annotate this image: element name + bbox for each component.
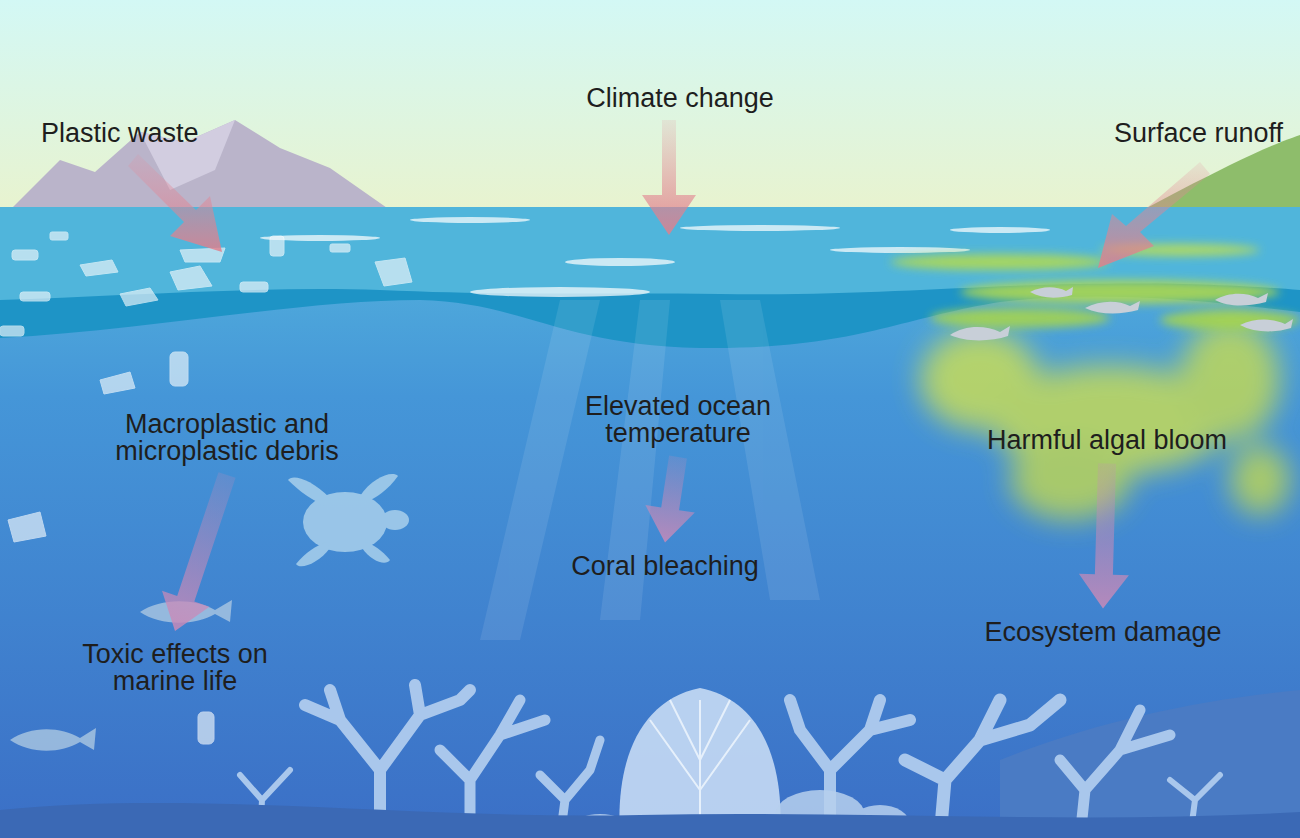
plastic-piece: [120, 288, 158, 306]
plastic-piece: [20, 292, 50, 301]
dolphin: [1030, 287, 1073, 298]
wave: [950, 227, 1050, 233]
turtle-flipper: [360, 474, 398, 502]
plastic-bottle: [198, 712, 214, 744]
cause-arrows: [128, 120, 1210, 268]
plastic-piece: [80, 260, 118, 276]
wave: [680, 225, 840, 231]
climate-arrow: [642, 120, 696, 235]
turtle-flipper: [288, 477, 330, 506]
effect-label: Macroplastic and microplastic debris: [82, 409, 372, 467]
turtle-flipper: [362, 542, 390, 563]
ocean: [0, 207, 1300, 838]
plastic-piece: [170, 266, 212, 290]
dolphin: [1215, 293, 1268, 306]
label-text: Surface runoff: [1114, 120, 1283, 147]
turtle: [288, 474, 409, 566]
dolphin: [1085, 301, 1140, 314]
plastic-piece: [270, 236, 284, 256]
label-text: Ecosystem damage: [984, 619, 1221, 646]
dolphin: [950, 326, 1010, 340]
sky: [0, 0, 1300, 210]
flow-arrow: [645, 456, 694, 543]
impact-label: Coral bleaching: [567, 551, 763, 582]
dolphin: [1240, 319, 1293, 331]
wave: [470, 287, 650, 297]
label-text: Plastic waste: [41, 120, 199, 147]
plastic-debris: [0, 232, 412, 744]
label-text: Toxic effects on marine life: [62, 641, 289, 695]
plastic-piece: [375, 258, 412, 286]
bloom-glow: [1230, 445, 1290, 515]
impact-label: Toxic effects on marine life: [58, 639, 293, 697]
plastic-piece: [330, 244, 350, 252]
cause-label: Surface runoff: [1110, 118, 1287, 149]
runoff-arrow: [1098, 162, 1210, 268]
turtle-flipper: [296, 542, 330, 566]
seabed: [0, 803, 1300, 838]
plastic-arrow: [128, 154, 222, 252]
mountain: [10, 120, 390, 210]
impact-label: Ecosystem damage: [980, 617, 1225, 648]
plastic-piece: [12, 250, 38, 260]
flow-arrow: [162, 472, 236, 631]
bloom-glow: [1180, 320, 1280, 440]
wave: [410, 217, 530, 223]
bloom-patch: [890, 254, 1110, 270]
turtle-head: [381, 510, 409, 530]
ray: [480, 300, 600, 640]
light-rays: [480, 300, 820, 640]
bloom-patch: [930, 308, 1110, 328]
plastic-piece: [240, 282, 268, 292]
plastic-bottle: [170, 352, 188, 386]
plastic-piece: [8, 512, 46, 542]
effect-label: Harmful algal bloom: [983, 425, 1231, 456]
wave: [830, 247, 970, 253]
fish: [10, 728, 96, 751]
flow-arrow: [1079, 463, 1129, 608]
effect-label: Elevated ocean temperature: [553, 391, 803, 449]
wave: [565, 258, 675, 266]
label-text: Elevated ocean temperature: [557, 393, 799, 447]
plastic-piece: [100, 372, 135, 394]
label-text: Climate change: [586, 85, 774, 112]
label-text: Macroplastic and microplastic debris: [86, 411, 368, 465]
cause-label: Climate change: [582, 83, 778, 114]
label-text: Coral bleaching: [571, 553, 759, 580]
cause-label: Plastic waste: [37, 118, 203, 149]
plastic-piece: [0, 326, 24, 336]
dolphins: [950, 287, 1293, 340]
algal-bloom: [890, 244, 1300, 520]
mountains: [10, 120, 390, 210]
label-text: Harmful algal bloom: [987, 427, 1227, 454]
plastic-piece: [50, 232, 68, 240]
